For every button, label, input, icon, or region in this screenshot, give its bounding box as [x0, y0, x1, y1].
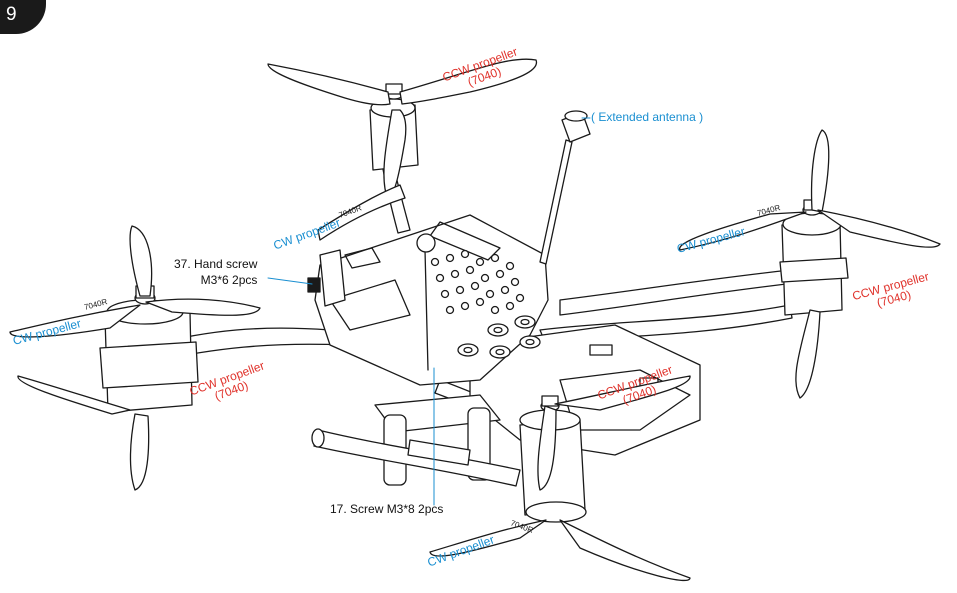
blade-mark: 7040R — [83, 297, 108, 312]
propeller-top-lower — [317, 184, 406, 241]
motor-front — [519, 395, 587, 523]
propeller-left — [9, 225, 261, 491]
standoff-dampers — [457, 315, 541, 359]
label-hand-screw: 37. Hand screw M3*6 2pcs — [174, 258, 257, 287]
extended-antenna — [539, 110, 591, 265]
top-plate — [314, 214, 549, 386]
propeller-right — [679, 129, 941, 399]
propeller-top — [267, 58, 538, 201]
callout-lines — [267, 117, 591, 506]
propeller-front — [429, 375, 691, 582]
battery-frame — [311, 394, 521, 487]
label-hand-screw-name: 37. Hand screw — [174, 257, 258, 271]
center-mast — [416, 233, 436, 371]
hand-screw-part — [307, 249, 346, 307]
top-plate-holes — [430, 249, 525, 315]
label-extended-antenna: ( Extended antenna ) — [591, 110, 704, 124]
label-screw: 17. Screw M3*8 2pcs — [330, 502, 444, 516]
label-hand-screw-spec: M3*6 2pcs — [200, 273, 258, 287]
